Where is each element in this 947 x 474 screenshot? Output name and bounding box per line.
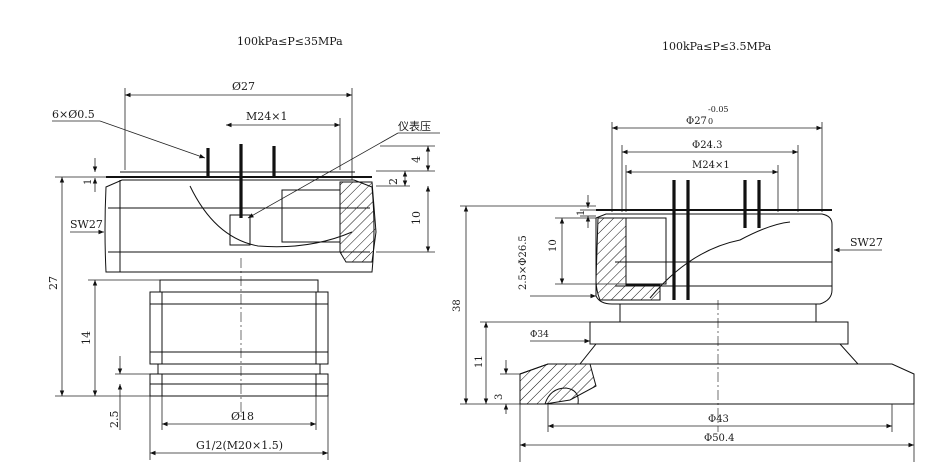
right-thread: M24×1 (692, 160, 730, 171)
right-diameter-mid: Φ24.3 (692, 140, 722, 151)
left-thread-bottom: G1/2(M20×1.5) (196, 439, 283, 452)
left-pins-label: 6×Ø0.5 (52, 108, 95, 121)
left-dim-2-5: 2.5 (108, 411, 121, 429)
right-diameter-43: Φ43 (708, 414, 729, 425)
left-diameter-bottom: Ø18 (231, 410, 254, 423)
left-hex-label: SW27 (70, 218, 103, 231)
right-hex-label: SW27 (850, 236, 883, 249)
left-dim-4: 4 (410, 156, 423, 163)
left-dim-10: 10 (410, 211, 423, 225)
right-dim-3: 3 (494, 394, 505, 400)
left-dim-2: 2 (387, 178, 400, 185)
right-tol-lower: 0 (708, 117, 713, 126)
left-section-hatch (339, 181, 377, 263)
right-title: 100kPa≤P≤3.5MPa (662, 40, 772, 53)
left-thread-top-label: M24×1 (246, 110, 287, 123)
left-title: 100kPa≤P≤35MPa (237, 35, 343, 48)
right-tol-upper: -0.05 (708, 105, 729, 114)
left-sensor-drawing: 100kPa≤P≤35MPa Ø27 M24×1 6×Ø0.5 仪表压 (47, 35, 440, 460)
right-flange-hatch (519, 363, 597, 405)
left-diameter-top-label: Ø27 (232, 80, 255, 93)
right-hex-body (595, 213, 833, 305)
right-diameter-50: Φ50.4 (704, 433, 734, 444)
left-dim-1: 1 (83, 179, 94, 185)
right-dim-1: 1 (576, 210, 587, 216)
right-dim-10: 10 (548, 239, 559, 252)
right-height-total: 38 (452, 299, 463, 312)
left-height-14: 14 (80, 331, 93, 345)
right-diameter-side: 2.5×Φ26.5 (518, 235, 529, 290)
left-gauge-label: 仪表压 (398, 119, 431, 133)
left-height-27: 27 (47, 276, 60, 290)
right-section-hatch (595, 217, 661, 301)
right-sensor-drawing: 100kPa≤P≤3.5MPa Φ27 -0.05 0 Φ24.3 M24×1 (452, 40, 915, 462)
right-diameter-top: Φ27 (686, 116, 707, 127)
right-dim-11: 11 (474, 355, 485, 368)
right-diameter-34: Φ34 (530, 330, 549, 340)
